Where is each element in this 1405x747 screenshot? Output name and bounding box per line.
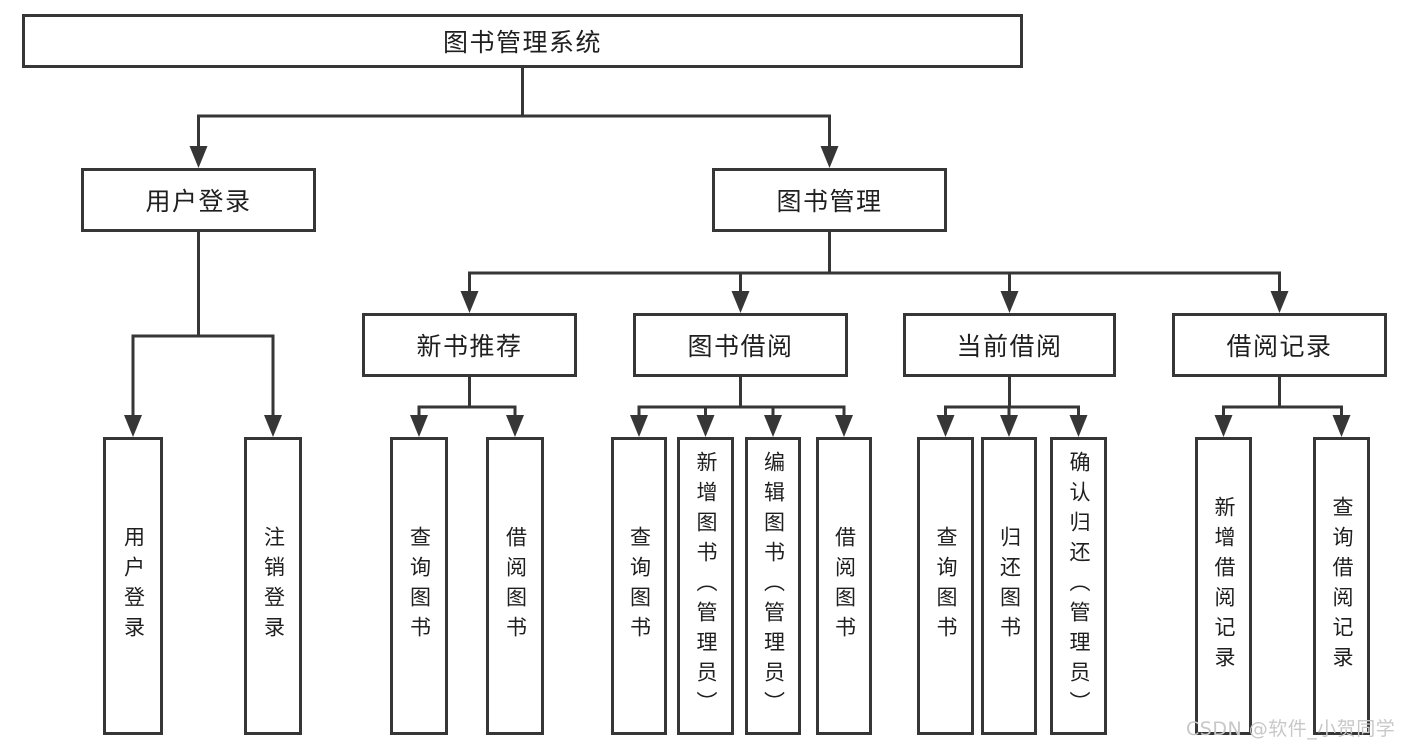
connector-book-borrowing-branch	[637, 377, 846, 421]
leaf-return-books: 归还图书	[981, 437, 1037, 735]
leaf-query-books-current: 查询图书	[917, 437, 974, 735]
arrowhead	[1000, 415, 1018, 437]
node-user-login-label: 用户登录	[145, 187, 252, 216]
node-library-management-system-label: 图书管理系统	[442, 28, 602, 57]
leaf-return-books-label: 归还图书	[997, 526, 1022, 646]
arrowhead	[696, 415, 715, 437]
csdn-watermark: CSDN @软件_小贺同学	[1186, 718, 1396, 740]
arrowhead	[506, 415, 524, 437]
arrowhead	[1069, 415, 1088, 437]
leaf-user-login: 用户登录	[103, 437, 163, 735]
node-current-borrowing: 当前借阅	[903, 313, 1116, 377]
leaf-add-borrow-record: 新增借阅记录	[1195, 437, 1252, 735]
leaf-add-borrow-record-label: 新增借阅记录	[1212, 496, 1237, 676]
node-book-management: 图书管理	[712, 168, 947, 232]
arrowhead	[1214, 415, 1233, 437]
node-user-login: 用户登录	[81, 168, 316, 232]
arrowhead	[1332, 415, 1351, 437]
node-book-borrowing-label: 图书借阅	[687, 332, 794, 361]
leaf-borrow-books-recommend: 借阅图书	[486, 437, 544, 735]
arrowhead	[936, 415, 955, 437]
leaf-confirm-return-admin: 确认归还（管理员）	[1050, 437, 1107, 735]
leaf-query-books-current-label: 查询图书	[934, 526, 959, 646]
leaf-add-books-admin-label: 新增图书（管理员）	[694, 451, 719, 721]
arrowhead	[410, 415, 428, 437]
arrowhead	[820, 146, 839, 168]
leaf-query-books-recommend-label: 查询图书	[407, 526, 432, 646]
leaf-edit-books-admin-label: 编辑图书（管理员）	[761, 451, 786, 721]
arrowhead	[835, 415, 853, 437]
connector-root	[197, 68, 831, 150]
arrowhead	[731, 291, 750, 313]
connector-user-login-branch	[131, 232, 275, 420]
arrowhead	[460, 291, 479, 313]
node-borrowing-records: 借阅记录	[1172, 313, 1387, 377]
leaf-add-books-admin: 新增图书（管理员）	[677, 437, 734, 735]
node-new-book-recommendation: 新书推荐	[362, 313, 577, 377]
node-borrowing-records-label: 借阅记录	[1226, 332, 1333, 361]
leaf-query-books-recommend: 查询图书	[390, 437, 448, 735]
leaf-borrow-books: 借阅图书	[816, 437, 872, 735]
leaf-query-borrow-record: 查询借阅记录	[1313, 437, 1370, 735]
arrowhead	[189, 146, 208, 168]
arrowhead	[124, 415, 142, 437]
leaf-borrow-books-label: 借阅图书	[832, 526, 857, 646]
leaf-edit-books-admin: 编辑图书（管理员）	[745, 437, 801, 735]
node-current-borrowing-label: 当前借阅	[956, 332, 1063, 361]
leaf-query-books-borrow-label: 查询图书	[627, 526, 652, 646]
arrowhead	[264, 415, 282, 437]
arrowhead	[1000, 291, 1019, 313]
connector-book-management-branch	[468, 232, 1281, 297]
connector-borrowing-records-branch	[1222, 377, 1343, 421]
arrowhead	[764, 415, 782, 437]
leaf-user-login-label: 用户登录	[121, 526, 146, 646]
connector-new-book-recommendation-branch	[417, 377, 517, 421]
node-library-management-system: 图书管理系统	[22, 14, 1023, 68]
leaf-logout-label: 注销登录	[261, 526, 286, 646]
leaf-logout: 注销登录	[244, 437, 302, 735]
node-new-book-recommendation-label: 新书推荐	[416, 332, 523, 361]
leaf-query-books-borrow: 查询图书	[611, 437, 667, 735]
leaf-query-borrow-record-label: 查询借阅记录	[1330, 496, 1355, 676]
arrowhead	[630, 415, 648, 437]
node-book-borrowing: 图书借阅	[633, 313, 848, 377]
leaf-confirm-return-admin-label: 确认归还（管理员）	[1067, 451, 1092, 721]
arrowhead	[1270, 291, 1289, 313]
connector-current-borrowing-branch	[944, 377, 1080, 421]
leaf-borrow-books-recommend-label: 借阅图书	[503, 526, 528, 646]
node-book-management-label: 图书管理	[776, 187, 883, 216]
